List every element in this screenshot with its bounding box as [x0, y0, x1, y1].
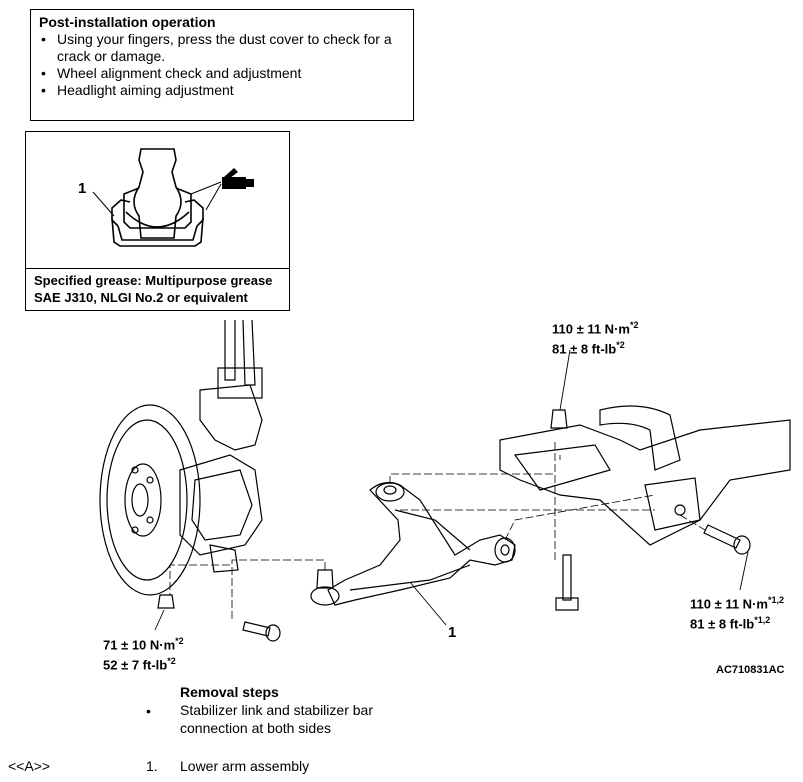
grease-specification: Specified grease: Multipurpose grease SA… [34, 272, 272, 306]
removal-step-reference: <<A>> [8, 758, 51, 774]
figure-code: AC710831AC [716, 664, 785, 676]
removal-step-label: Lower arm assembly [180, 758, 310, 774]
post-installation-item: Wheel alignment check and adjustment [39, 65, 405, 82]
grease-spec-line: Specified grease: Multipurpose grease [34, 273, 273, 288]
lower-arm-callout-number: 1 [448, 624, 457, 641]
torque-value: 110 ± 11 N·m*2 [552, 320, 639, 337]
removal-bullet: • [146, 703, 151, 719]
torque-value: 52 ± 7 ft-lb*2 [103, 656, 176, 673]
removal-step-number: 1. [146, 758, 158, 774]
removal-bullet-line: Stabilizer link and stabilizer bar [180, 702, 373, 718]
grease-box-divider [26, 268, 289, 269]
torque-footnote-marker: *2 [629, 320, 639, 330]
torque-footnote-marker: *1,2 [754, 615, 771, 626]
torque-left-label: 71 ± 10 N·m*2 52 ± 7 ft-lb*2 [103, 633, 184, 674]
torque-value: 81 ± 8 ft-lb*2 [552, 340, 625, 357]
post-installation-item: Headlight aiming adjustment [39, 82, 405, 99]
torque-footnote-marker: *2 [616, 340, 625, 351]
post-installation-item: Using your fingers, press the dust cover… [39, 31, 405, 65]
torque-footnote-marker: *1,2 [767, 595, 784, 605]
torque-footnote-marker: *2 [175, 636, 184, 646]
torque-value: 81 ± 8 ft-lb*1,2 [690, 615, 771, 632]
removal-steps-title: Removal steps [180, 684, 279, 700]
removal-bullet-item: Stabilizer link and stabilizer bar conne… [180, 701, 373, 737]
torque-right-label: 110 ± 11 N·m*1,2 81 ± 8 ft-lb*1,2 [690, 592, 784, 633]
removal-bullet-line: connection at both sides [180, 720, 331, 736]
ball-joint-illustration [92, 148, 254, 247]
torque-top-label: 110 ± 11 N·m*2 81 ± 8 ft-lb*2 [552, 317, 638, 358]
post-installation-title: Post-installation operation [39, 14, 216, 30]
grease-spec-line: SAE J310, NLGI No.2 or equivalent [34, 290, 248, 305]
torque-footnote-marker: *2 [167, 656, 176, 667]
post-installation-box: Post-installation operation Using your f… [30, 9, 414, 121]
grease-specification-box: 1 Specified grease: Multipurpose grease … [25, 131, 290, 311]
post-installation-list: Using your fingers, press the dust cover… [39, 31, 405, 99]
torque-value: 71 ± 10 N·m*2 [103, 636, 184, 653]
torque-value: 110 ± 11 N·m*1,2 [690, 595, 784, 612]
grease-callout-number: 1 [78, 180, 87, 197]
